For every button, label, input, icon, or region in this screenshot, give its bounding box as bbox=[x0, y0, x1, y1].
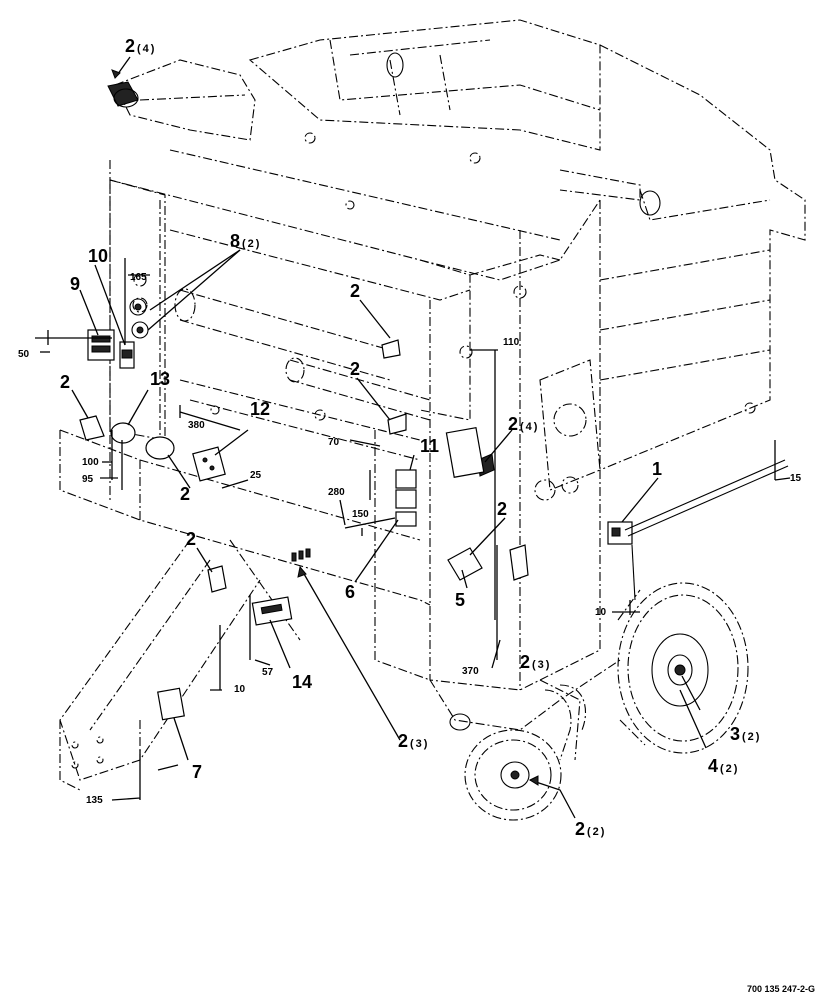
dim-380: 380 bbox=[188, 420, 205, 431]
dim-370: 370 bbox=[462, 666, 479, 677]
callout-3: 3(2) bbox=[730, 724, 761, 744]
dim-150: 150 bbox=[352, 509, 369, 520]
callout-12: 12 bbox=[250, 399, 270, 419]
dim-15: 15 bbox=[790, 473, 802, 484]
dim-280: 280 bbox=[328, 487, 345, 498]
callout-2-left: 2 bbox=[60, 372, 70, 392]
callout-2-upper-center: 2 bbox=[350, 281, 360, 301]
dim-110: 110 bbox=[503, 337, 520, 348]
callout-14: 14 bbox=[292, 672, 312, 692]
dimension-lines bbox=[35, 258, 791, 801]
dim-50: 50 bbox=[18, 349, 30, 360]
baler-outline bbox=[59, 19, 806, 791]
leader-lines bbox=[71, 56, 707, 819]
callout-8: 8(2) bbox=[230, 231, 261, 251]
decals bbox=[79, 81, 789, 721]
dim-70: 70 bbox=[328, 437, 340, 448]
dim-10-lower: 10 bbox=[234, 684, 246, 695]
callout-2-bottom: 2(3) bbox=[520, 652, 551, 672]
callout-5: 5 bbox=[455, 590, 465, 610]
callout-7: 7 bbox=[192, 762, 202, 782]
callout-labels: 2(4) 8(2) 10 9 2 2 13 2 12 11 2(4) 1 2 2… bbox=[60, 36, 761, 839]
dim-57: 57 bbox=[262, 667, 274, 678]
drawing-number: 700 135 247-2-G bbox=[747, 984, 815, 994]
callout-2-reflectors: 2(3) bbox=[398, 731, 429, 751]
dim-95: 95 bbox=[82, 474, 94, 485]
dimension-labels: 165 50 100 95 380 25 70 280 150 110 15 1… bbox=[18, 272, 802, 806]
callout-2-clamp: 2(4) bbox=[508, 414, 539, 434]
callout-2-top: 2(4) bbox=[125, 36, 156, 56]
dim-165: 165 bbox=[130, 272, 147, 283]
callout-2-tongue: 2 bbox=[186, 529, 196, 549]
gauge-wheel bbox=[449, 684, 586, 821]
callout-9: 9 bbox=[70, 274, 80, 294]
callout-11: 11 bbox=[420, 436, 439, 456]
dim-100: 100 bbox=[82, 457, 99, 468]
callout-4: 4(2) bbox=[708, 756, 739, 776]
callout-6: 6 bbox=[345, 582, 355, 602]
callout-1: 1 bbox=[652, 459, 662, 479]
dim-135: 135 bbox=[86, 795, 103, 806]
callout-2-near-25: 2 bbox=[180, 484, 190, 504]
callout-10: 10 bbox=[88, 246, 108, 266]
callout-2-center: 2 bbox=[350, 359, 360, 379]
callout-2-light: 2 bbox=[497, 499, 507, 519]
dim-10-right: 10 bbox=[595, 607, 607, 618]
main-tire bbox=[617, 582, 749, 754]
dim-25: 25 bbox=[250, 470, 262, 481]
callout-2-gauge: 2(2) bbox=[575, 819, 606, 839]
callout-13: 13 bbox=[150, 369, 170, 389]
